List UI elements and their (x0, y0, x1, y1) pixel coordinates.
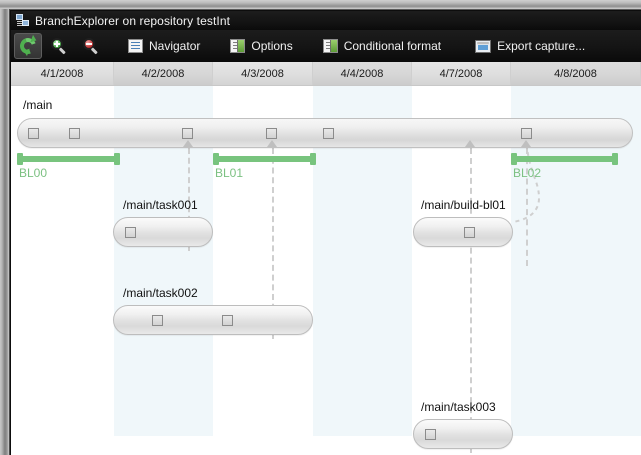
branch-link-arrow (465, 140, 475, 147)
changeset-marker[interactable] (28, 128, 39, 139)
branch-explorer-icon (16, 14, 29, 27)
zoom-in-icon (51, 37, 68, 55)
zoom-in-button[interactable] (45, 33, 74, 59)
export-capture-label: Export capture... (497, 39, 586, 53)
refresh-button[interactable] (14, 33, 42, 59)
baseline-marker[interactable] (511, 153, 618, 165)
navigator-icon (128, 39, 143, 53)
export-capture-button[interactable]: Export capture... (469, 33, 591, 59)
branch-label: /main (23, 98, 53, 112)
window-title: BranchExplorer on repository testInt (35, 13, 231, 28)
changeset-marker[interactable] (464, 227, 475, 238)
branch-link-line (188, 148, 190, 251)
date-column-header-cell: 4/3/2008 (213, 62, 313, 85)
timeline-grid: BL00 BL01 BL02/main/main/task001/main/task… (11, 86, 641, 455)
branch-link-arrow (521, 140, 531, 147)
zoom-out-button[interactable] (77, 33, 106, 59)
branch-link-line (526, 148, 528, 266)
options-button[interactable]: Options (224, 33, 298, 59)
options-icon (230, 39, 246, 53)
baseline-label: BL00 (19, 166, 48, 180)
branch-label: /main/task003 (421, 400, 496, 414)
conditional-format-label: Conditional format (343, 39, 442, 53)
branch-label: /main/task002 (123, 286, 198, 300)
branch-label: /main/task001 (123, 198, 198, 212)
date-column-header-cell: 4/8/2008 (511, 62, 641, 85)
navigator-label: Navigator (149, 39, 201, 53)
options-label: Options (251, 39, 293, 53)
changeset-marker[interactable] (521, 128, 532, 139)
title-bar: BranchExplorer on repository testInt (11, 11, 641, 30)
branch-bar[interactable] (113, 217, 213, 247)
branch-label: /main/build-bl01 (421, 198, 506, 212)
changeset-marker[interactable] (425, 429, 436, 440)
date-column-header-cell: 4/4/2008 (313, 62, 412, 85)
changeset-marker[interactable] (323, 128, 334, 139)
navigator-button[interactable]: Navigator (122, 33, 206, 59)
export-capture-icon (475, 39, 492, 53)
baseline-marker[interactable] (213, 153, 316, 165)
branch-link-line (272, 148, 274, 339)
branch-link-arrow (267, 140, 277, 147)
baseline-label: BL01 (215, 166, 244, 180)
branch-bar[interactable] (413, 217, 513, 247)
date-column-header-cell: 4/2/2008 (114, 62, 213, 85)
branch-bar[interactable] (113, 305, 313, 335)
conditional-format-button[interactable]: Conditional format (317, 33, 447, 59)
build-branch-curve (512, 127, 541, 223)
baseline-label: BL02 (513, 166, 542, 180)
changeset-marker[interactable] (152, 315, 163, 326)
zoom-out-icon (83, 37, 100, 55)
changeset-marker[interactable] (266, 128, 277, 139)
window-top-bevel (0, 0, 641, 9)
branch-link-line (470, 148, 472, 453)
window-left-bevel (0, 0, 9, 455)
toolbar: Navigator Options Conditional format Exp… (11, 30, 641, 62)
changeset-marker[interactable] (222, 315, 233, 326)
branch-link-arrow (183, 140, 193, 147)
changeset-marker[interactable] (69, 128, 80, 139)
date-column-header-cell: 4/7/2008 (412, 62, 511, 85)
changeset-marker[interactable] (182, 128, 193, 139)
changeset-marker[interactable] (125, 227, 136, 238)
baseline-marker[interactable] (17, 153, 120, 165)
conditional-format-icon (322, 39, 338, 53)
refresh-icon (17, 34, 39, 57)
date-column-header-cell: 4/1/2008 (11, 62, 114, 85)
